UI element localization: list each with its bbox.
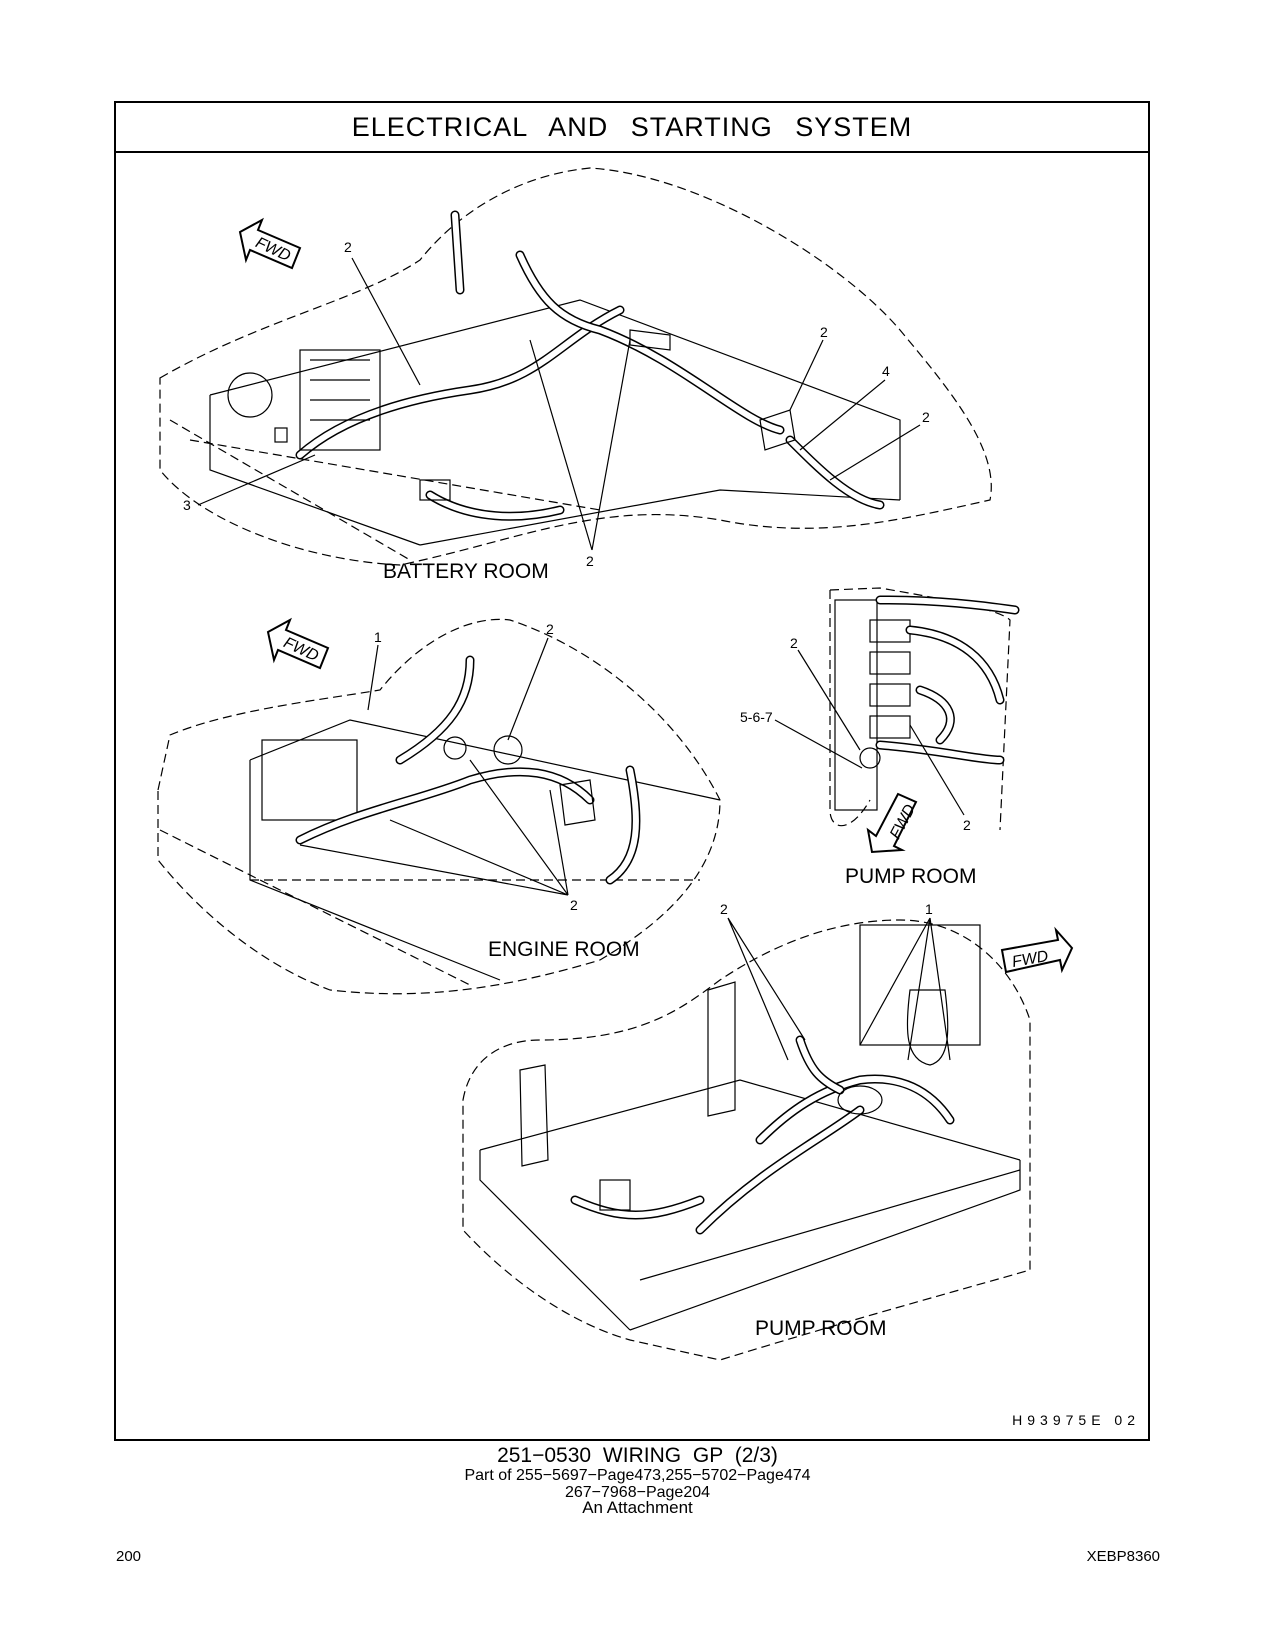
engine-room-view: FWD 1 2 2 ENGINE ROOM bbox=[157, 617, 721, 995]
view-label-pump-room: PUMP ROOM bbox=[845, 865, 976, 888]
callout-1: 1 bbox=[925, 901, 933, 917]
pump-room-lower-view: FWD 2 1 PUMP ROOM bbox=[462, 901, 1074, 1361]
fwd-arrow-icon: FWD bbox=[238, 217, 302, 270]
relay-cluster bbox=[299, 349, 381, 451]
valve-manifold-plate bbox=[834, 599, 878, 811]
callout-2: 2 bbox=[790, 635, 798, 651]
valve-block bbox=[869, 619, 911, 643]
svg-text:FWD: FWD bbox=[1011, 948, 1050, 971]
document-id: XEBP8360 bbox=[1086, 1548, 1160, 1565]
battery-connector bbox=[419, 479, 451, 501]
title-bar: ELECTRICAL AND STARTING SYSTEM bbox=[116, 103, 1148, 153]
valve-block bbox=[869, 715, 911, 739]
pipe-end bbox=[837, 1085, 883, 1115]
engine-junction-box bbox=[261, 739, 358, 821]
callout-2: 2 bbox=[720, 901, 728, 917]
callout-2: 2 bbox=[820, 324, 828, 340]
side-panel bbox=[707, 981, 736, 1117]
fwd-arrow-icon: FWD bbox=[866, 792, 919, 854]
callout-2: 2 bbox=[586, 553, 594, 569]
clip bbox=[859, 747, 881, 769]
terminal-block bbox=[599, 1179, 631, 1211]
callout-2: 2 bbox=[344, 239, 352, 255]
caption-page-ref: 267−7968−Page204 bbox=[564, 1484, 711, 1501]
fwd-arrow-icon: FWD bbox=[1000, 926, 1074, 974]
callout-5-6-7: 5-6-7 bbox=[740, 709, 773, 725]
side-panel bbox=[519, 1064, 549, 1167]
callout-2: 2 bbox=[546, 621, 554, 637]
view-label-engine-room: ENGINE ROOM bbox=[488, 938, 640, 961]
caption-attachment: An Attachment bbox=[582, 1498, 693, 1517]
pump-body bbox=[906, 989, 949, 1066]
valve-block bbox=[869, 683, 911, 707]
battery-room-view: FWD 2 2 4 2 3 2 BATTERY ROOM bbox=[159, 167, 992, 583]
diagram-frame: ELECTRICAL AND STARTING SYSTEM bbox=[114, 101, 1150, 1441]
valve-block bbox=[869, 651, 911, 675]
pump-housing bbox=[859, 924, 981, 1046]
callout-4: 4 bbox=[882, 363, 890, 379]
callout-2: 2 bbox=[922, 409, 930, 425]
mount-block bbox=[274, 427, 288, 443]
figure-code: H93975E 02 bbox=[1012, 1412, 1140, 1428]
fwd-arrow-icon: FWD bbox=[266, 617, 330, 670]
callout-3: 3 bbox=[183, 497, 191, 513]
page-number: 200 bbox=[116, 1548, 142, 1565]
pump-room-upper-view: FWD 2 5-6-7 2 PUMP ROOM bbox=[740, 587, 1020, 888]
callout-1: 1 bbox=[374, 629, 382, 645]
grommet bbox=[443, 736, 467, 760]
caption-part-of: Part of 255−5697−Page473,255−5702−Page47… bbox=[464, 1467, 811, 1484]
callout-2: 2 bbox=[963, 817, 971, 833]
view-label-pump-room: PUMP ROOM bbox=[755, 1317, 886, 1340]
page-title: ELECTRICAL AND STARTING SYSTEM bbox=[351, 111, 913, 142]
cover-hole bbox=[227, 372, 273, 418]
grommet bbox=[493, 735, 523, 765]
view-label-battery-room: BATTERY ROOM bbox=[383, 560, 549, 583]
caption-title: 251−0530 WIRING GP (2/3) bbox=[497, 1444, 778, 1467]
callout-2: 2 bbox=[570, 897, 578, 913]
